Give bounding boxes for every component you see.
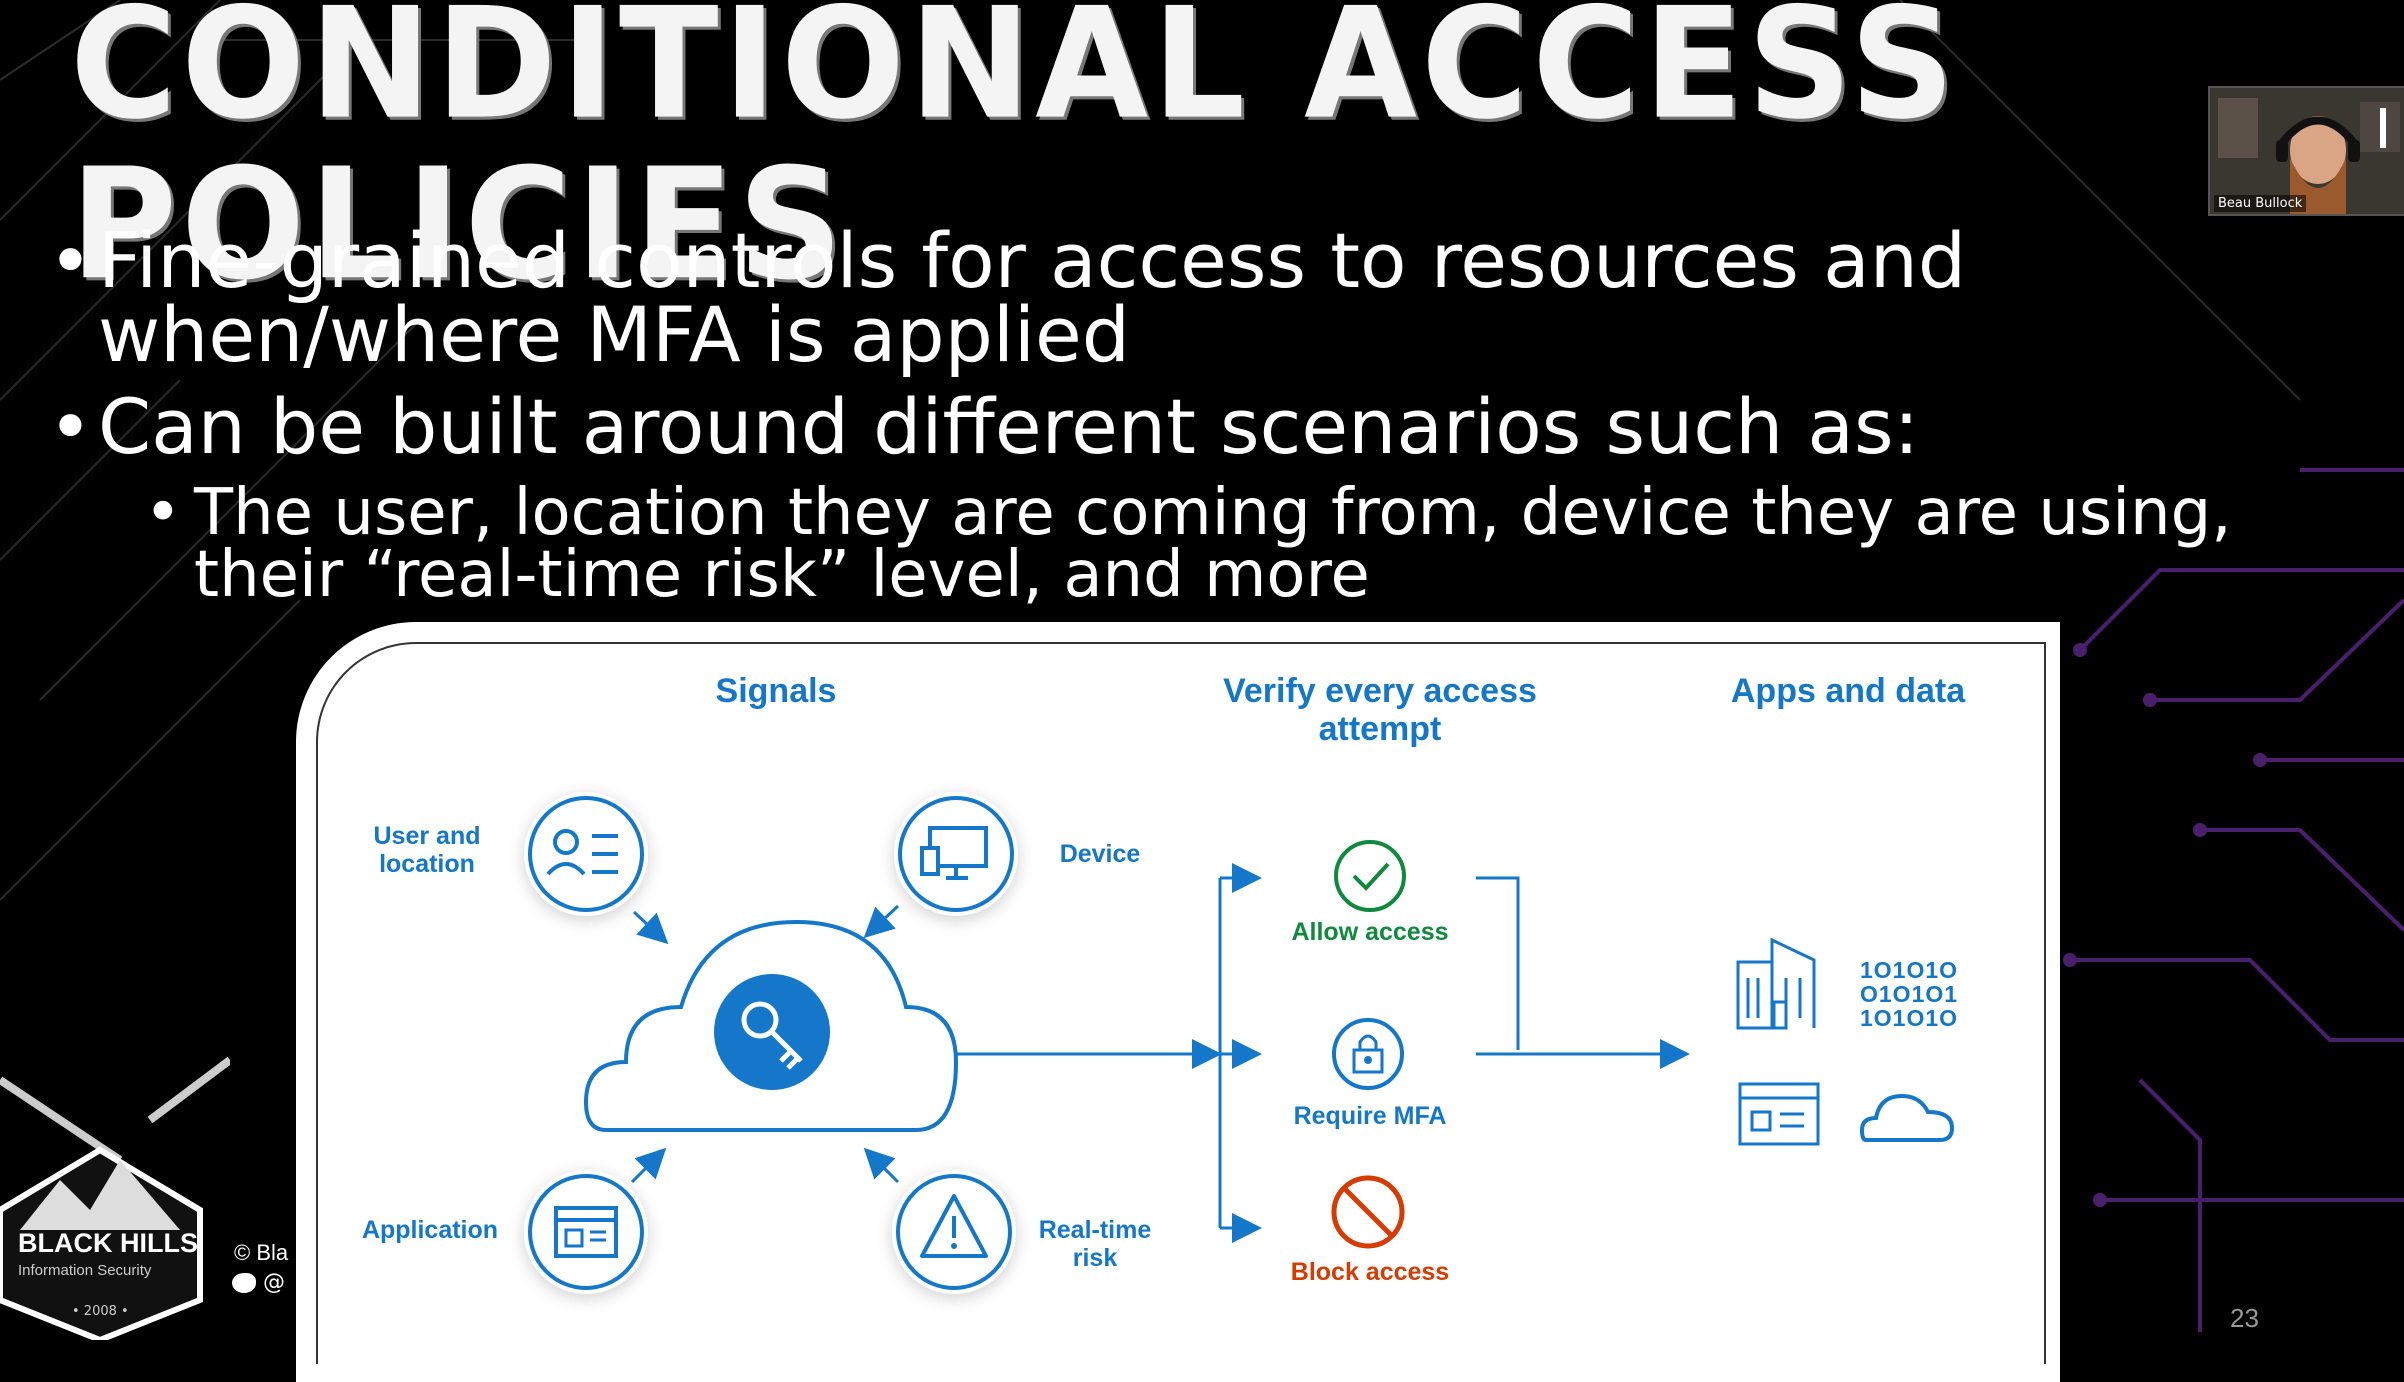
flow-lines bbox=[956, 863, 1690, 1243]
bullet-item: • Can be built around different scenario… bbox=[40, 382, 2280, 471]
check-icon bbox=[1334, 840, 1406, 912]
logo-subtitle: Information Security bbox=[18, 1262, 152, 1279]
label-application: Application bbox=[361, 1216, 499, 1244]
heading-apps-data: Apps and data bbox=[1730, 672, 1966, 710]
slide-title: Conditional Access Policies bbox=[70, 0, 1959, 315]
label-require-mfa: Require MFA bbox=[1293, 1102, 1447, 1130]
sub-bullet-item: • The user, location they are coming fro… bbox=[136, 476, 2280, 607]
heading-signals: Signals bbox=[715, 672, 837, 710]
bullet-list: • Fine-grained controls for access to re… bbox=[40, 216, 2280, 608]
app-card-icon bbox=[1738, 1082, 1820, 1146]
block-icon bbox=[1331, 1175, 1405, 1249]
black-hills-logo: BLACK HILLS Information Security • 2008 … bbox=[0, 1040, 233, 1344]
bullet-text: Can be built around different scenarios … bbox=[98, 382, 1920, 471]
label-user-location: User and location bbox=[373, 822, 481, 878]
label-device: Device bbox=[1059, 840, 1141, 868]
sub-bullet-text: The user, location they are coming from,… bbox=[194, 476, 2232, 612]
binary-icon: 1O1O1O O1O1O1 1O1O1O bbox=[1860, 958, 1958, 1030]
twitter-icon bbox=[232, 1273, 256, 1293]
user-list-icon bbox=[524, 792, 648, 916]
logo-badge-icon bbox=[0, 1056, 233, 1344]
warning-icon bbox=[892, 1170, 1016, 1294]
heading-verify: Verify every access attempt bbox=[1223, 672, 1537, 748]
background-circuit bbox=[0, 0, 2404, 1332]
twitter-text: @ bbox=[263, 1270, 285, 1295]
lock-icon bbox=[1332, 1018, 1404, 1090]
binary-row: O1O1O1 bbox=[1860, 981, 1959, 1007]
binary-row: 1O1O1O bbox=[1860, 957, 1959, 983]
bullet-dot: • bbox=[48, 382, 93, 471]
bullet-item: • Fine-grained controls for access to re… bbox=[40, 216, 2280, 373]
cloud-small-icon bbox=[1859, 1093, 1955, 1142]
monitor-icon bbox=[894, 792, 1018, 916]
signal-arrows bbox=[630, 904, 900, 1184]
diagram-frame bbox=[316, 642, 2046, 1364]
app-window-icon bbox=[524, 1170, 648, 1294]
logo-title: BLACK HILLS bbox=[18, 1228, 198, 1258]
building-icon bbox=[1736, 937, 1816, 1030]
bullet-dot: • bbox=[48, 216, 93, 305]
twitter-handle: @ bbox=[232, 1270, 285, 1295]
bullet-dot: • bbox=[144, 476, 182, 550]
key-icon bbox=[714, 974, 830, 1090]
label-realtime-risk: Real-time risk bbox=[1038, 1216, 1152, 1272]
copyright-text: © Bla bbox=[234, 1240, 289, 1265]
logo-year: • 2008 • bbox=[72, 1304, 129, 1319]
bullet-text: Fine-grained controls for access to reso… bbox=[98, 216, 1967, 379]
label-allow-access: Allow access bbox=[1291, 918, 1449, 946]
conditional-access-diagram bbox=[524, 792, 1955, 1294]
webcam-participant-name: Beau Bullock bbox=[2214, 195, 2307, 212]
webcam-person-image bbox=[2210, 88, 2404, 214]
webcam-feed: Beau Bullock bbox=[2208, 86, 2404, 216]
binary-row: 1O1O1O bbox=[1860, 1005, 1959, 1031]
slide-number: 23 bbox=[2230, 1303, 2259, 1333]
label-block-access: Block access bbox=[1290, 1258, 1450, 1286]
